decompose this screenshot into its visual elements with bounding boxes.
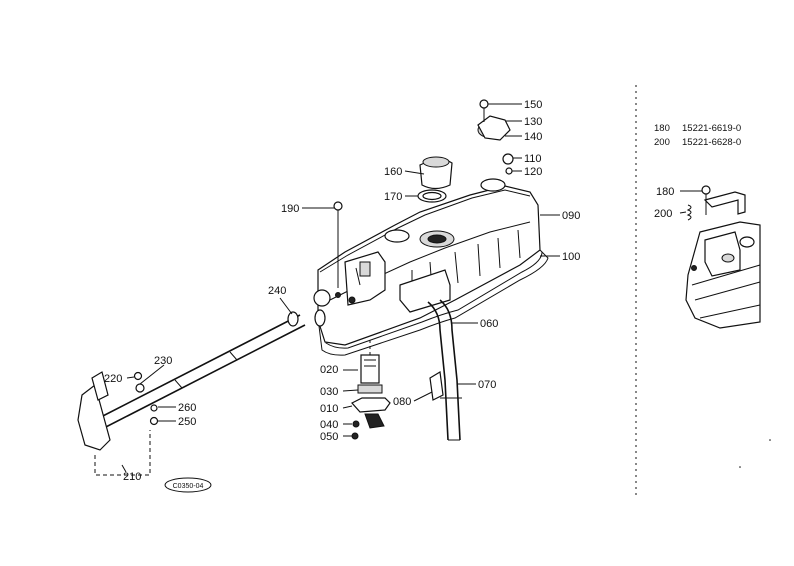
label-080: 080 xyxy=(393,396,411,408)
label-210: 210 xyxy=(123,471,141,483)
label-240: 240 xyxy=(268,285,286,297)
table-row-1-part: 15221-6619-0 xyxy=(682,123,741,134)
label-260: 260 xyxy=(178,402,196,414)
label-040: 040 xyxy=(320,419,338,431)
breather-pipe xyxy=(427,299,462,441)
label-150: 150 xyxy=(524,99,542,111)
label-160: 160 xyxy=(384,166,402,178)
label-030: 030 xyxy=(320,386,338,398)
table-row-2-part: 15221-6628-0 xyxy=(682,137,741,148)
label-140: 140 xyxy=(524,131,542,143)
table-row-2-ref: 200 xyxy=(654,137,670,148)
label-190: 190 xyxy=(281,203,299,215)
label-070: 070 xyxy=(478,379,496,391)
label-020: 020 xyxy=(320,364,338,376)
label-110: 110 xyxy=(524,153,542,165)
label-120: 120 xyxy=(524,166,542,178)
diagram-code-badge: C0350-04 xyxy=(164,477,212,493)
label-100: 100 xyxy=(562,251,580,263)
callout-labels: 150 130 140 110 120 160 170 190 090 100 … xyxy=(104,99,580,483)
label-050: 050 xyxy=(320,431,338,443)
leader-lines xyxy=(121,103,560,473)
lever-shaft xyxy=(77,311,306,476)
label-200: 200 xyxy=(654,208,672,220)
rocker-cover xyxy=(313,99,549,356)
label-130: 130 xyxy=(524,116,542,128)
actuator-stack xyxy=(351,340,391,440)
inset-variant: 180 15221-6619-0 200 15221-6628-0 180 20… xyxy=(654,123,771,468)
label-180: 180 xyxy=(656,186,674,198)
label-220: 220 xyxy=(104,373,122,385)
label-170: 170 xyxy=(384,191,402,203)
label-010: 010 xyxy=(320,403,338,415)
diagram-code: C0350-04 xyxy=(173,483,204,490)
label-090: 090 xyxy=(562,210,580,222)
label-250: 250 xyxy=(178,416,196,428)
label-060: 060 xyxy=(480,318,498,330)
label-230: 230 xyxy=(154,355,172,367)
table-row-1-ref: 180 xyxy=(654,123,670,134)
